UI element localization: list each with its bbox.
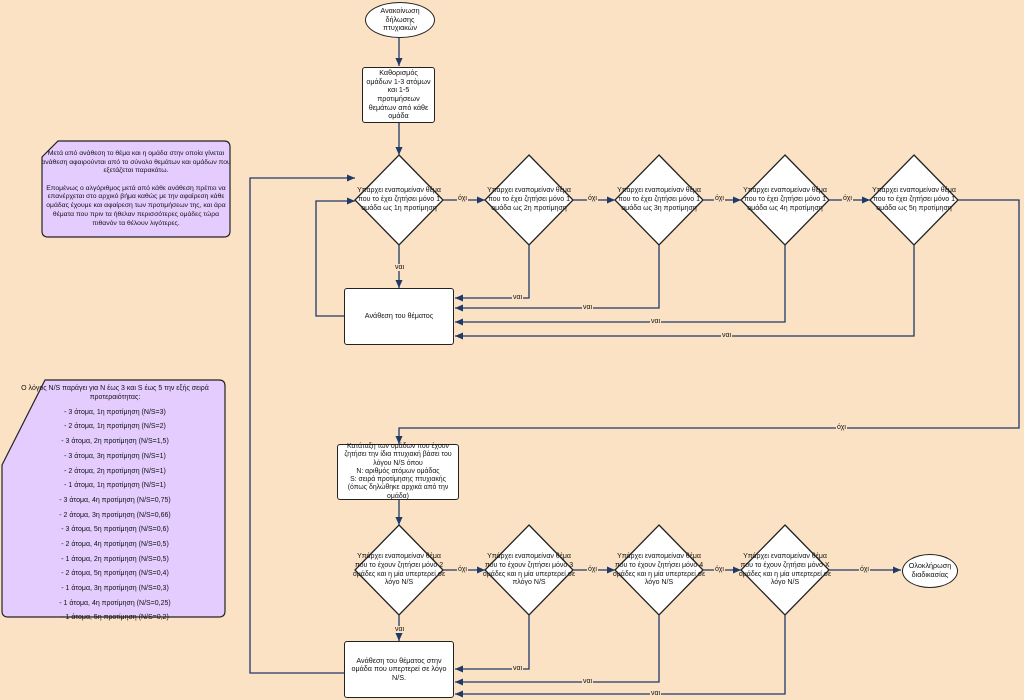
edge-d4-yes-assign — [455, 245, 786, 326]
note-ratio-item: - 1 άτομα, 4η προτίμηση (N/S=0,25) — [59, 599, 171, 607]
label-no-bd4: όχι — [859, 566, 870, 573]
decision-bottom-4-text: Υπάρχει εναπομείναν θέμα που το έχουν ζη… — [738, 553, 832, 587]
edge-assign-loop-back — [315, 197, 355, 317]
label-no-bd3: όχι — [714, 566, 725, 573]
label-yes-bd2: ναι — [512, 665, 524, 672]
note-ratio-item: - 2 άτομα, 4η προτίμηση (N/S=0,5) — [61, 540, 169, 548]
label-no-d5: όχι — [836, 424, 847, 431]
note-ratio-item: - 2 άτομα, 3η προτίμηση (N/S=0,66) — [59, 511, 171, 519]
note-ratio-item: - 3 άτομα, 4η προτίμηση (N/S=0,75) — [59, 496, 171, 504]
note-ratio-text: Ο λόγος N/S παράγει για N έως 3 και S έω… — [6, 384, 224, 623]
decision-bottom-2-text: Υπάρχει εναπομείναν θέμα που το έχουν ζη… — [482, 553, 576, 587]
decision-top-4-text: Υπάρχει εναπομείναν θέμα που το έχει ζητ… — [743, 187, 827, 212]
decision-top-5-text: Υπάρχει εναπομείναν θέμα που το έχει ζητ… — [872, 187, 956, 212]
label-no-d4: όχι — [842, 195, 853, 202]
note-ratio-item: - 3 άτομα, 1η προτίμηση (N/S=3) — [64, 408, 166, 416]
label-no-bd1: όχι — [457, 566, 468, 573]
note-ratio-item: - 2 άτομα, 1η προτίμηση (N/S=2) — [64, 423, 166, 431]
note-ratio-item: - 2 άτομα, 2η προτίμηση (N/S=1) — [64, 467, 166, 475]
label-no-bd2: όχι — [587, 566, 598, 573]
decision-top-2-text: Υπάρχει εναπομείναν θέμα που το έχει ζητ… — [487, 187, 571, 212]
label-yes-d4: ναι — [650, 318, 662, 325]
sort-groups-node: Κατάταξη των ομάδων που έχουν ζητήσει τη… — [337, 443, 459, 500]
note-ratio-item: - 3 άτομα, 3η προτίμηση (N/S=1) — [64, 452, 166, 460]
note-ratio-item: - 1 άτομα, 2η προτίμηση (N/S=0,5) — [61, 555, 169, 563]
edge-bd4-yes-assign-ratio — [455, 615, 786, 698]
assign-topic-node: Ανάθεση του θέματος — [344, 288, 454, 345]
edge-d2-yes-assign — [455, 245, 530, 302]
end-node: Ολοκλήρωση διαδικασίας — [902, 554, 958, 588]
decision-top-3-text: Υπάρχει εναπομείναν θέμα που το έχει ζητ… — [617, 187, 701, 212]
note-ratio-item: - 1 άτομα, 3η προτίμηση (N/S=0,3) — [61, 585, 169, 593]
label-no-d1: όχι — [457, 195, 468, 202]
edge-bd2-yes-assign-ratio — [455, 615, 530, 673]
edge-d3-yes-assign — [455, 245, 660, 312]
note-top-text: Μετά από ανάθεση το θέμα και η ομάδα στη… — [41, 150, 231, 227]
start-node: Ανακοίνωση δήλωσης πτυχιακών — [365, 2, 435, 38]
note-ratio-shape — [1, 379, 226, 618]
edge-d5-no-sort — [395, 199, 1020, 444]
edge-d5-yes-assign — [455, 245, 915, 340]
define-groups-node: Καθορισμός ομάδων 1-3 ατόμων και 1-5 προ… — [362, 67, 435, 123]
edge-assign-ratio-loop-back — [249, 174, 355, 674]
decision-bottom-1-text: Υπάρχει εναπομείναν θέμα που το έχουν ζη… — [352, 553, 446, 587]
note-ratio-item: - 2 άτομα, 5η προτίμηση (N/S=0,4) — [61, 570, 169, 578]
label-no-d3: όχι — [714, 195, 725, 202]
note-top-shape — [41, 140, 231, 238]
edge-bd3-yes-assign-ratio — [455, 615, 660, 686]
label-yes-d3: ναι — [582, 304, 594, 311]
decision-bottom-3-text: Υπάρχει εναπομείναν θέμα που το έχουν ζη… — [612, 553, 706, 587]
note-ratio-item: - 3 άτομα, 5η προτίμηση (N/S=0,6) — [61, 526, 169, 534]
label-yes-d1: ναι — [394, 264, 406, 271]
label-no-d2: όχι — [587, 195, 598, 202]
connectors — [249, 38, 1020, 698]
decision-top-1-text: Υπάρχει εναπομείναν θέμα που το έχει ζητ… — [357, 187, 441, 212]
label-yes-d5: ναι — [721, 332, 733, 339]
note-ratio-intro: Ο λόγος N/S παράγει για N έως 3 και S έω… — [21, 385, 209, 402]
label-yes-bd3: ναι — [582, 678, 594, 685]
note-ratio-item: - 3 άτομα, 2η προτίμηση (N/S=1,5) — [61, 438, 169, 446]
decision-diamonds — [354, 154, 959, 616]
note-ratio-list: - 3 άτομα, 1η προτίμηση (N/S=3) - 2 άτομα… — [6, 408, 224, 623]
label-yes-bd1: ναι — [394, 626, 406, 633]
label-yes-d2: ναι — [512, 294, 524, 301]
note-ratio-item: - 1 άτομα, 5η προτίμηση (N/S=0,2) — [61, 614, 169, 622]
label-yes-bd4: ναι — [650, 690, 662, 697]
assign-topic-ratio-node: Ανάθεση του θέματος στην ομάδα που υπερτ… — [344, 641, 454, 698]
note-ratio-item: - 1 άτομα, 1η προτίμηση (N/S=1) — [64, 482, 166, 490]
